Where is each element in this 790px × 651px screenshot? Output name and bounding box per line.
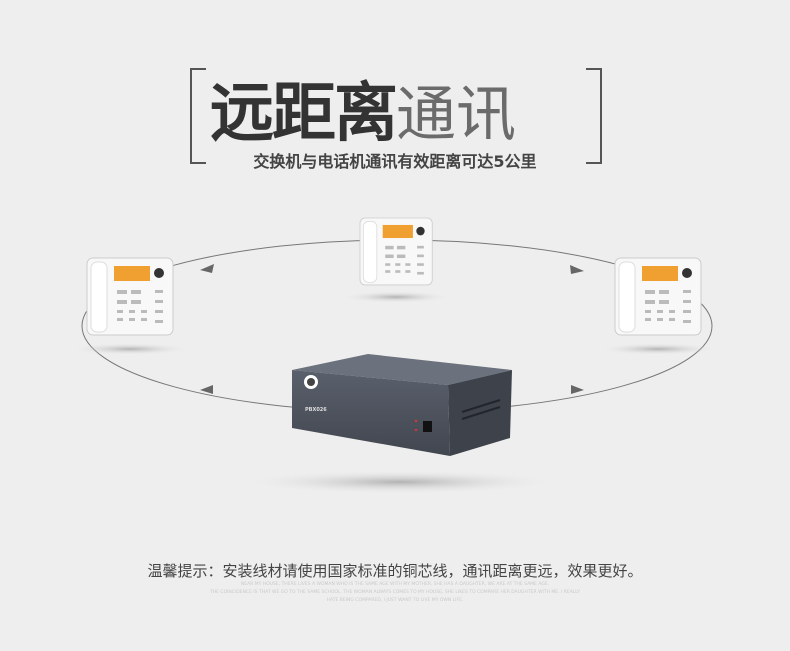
filler-text-line: HATE BEING COMPARED, I JUST WANT TO LIVE… <box>326 598 464 603</box>
shadow <box>598 343 718 355</box>
filler-text-line: NEAR MY HOUSE, THERE LIVES A WOMAN WHO I… <box>240 582 550 587</box>
model-label: PBX026 <box>305 407 327 413</box>
desk-phone-top <box>359 217 433 286</box>
keypad-icon <box>117 290 163 323</box>
desk-phone-right <box>614 257 702 336</box>
led-icon <box>414 419 418 423</box>
lcd-screen <box>114 266 150 281</box>
headline-bold: 远距离 <box>210 77 398 151</box>
left-bracket <box>190 68 206 164</box>
shadow <box>240 470 560 494</box>
headline-light: 通讯 <box>396 80 516 150</box>
arrow-icon <box>200 264 214 273</box>
handset-icon <box>90 261 108 333</box>
pbx-switch-box: PBX026 <box>292 354 512 456</box>
power-switch <box>423 421 432 432</box>
logo-icon <box>154 268 164 278</box>
headline: 远距离通讯 <box>210 62 590 154</box>
vent-icon <box>461 399 501 420</box>
right-bracket <box>586 68 602 164</box>
arrow-icon <box>571 385 584 394</box>
arrow-icon <box>200 385 213 394</box>
arrow-icon <box>570 265 584 274</box>
installation-tip: 温馨提示：安装线材请使用国家标准的铜芯线，通讯距离更远，效果更好。 <box>147 562 643 580</box>
subtitle: 交换机与电话机通讯有效距离可达5公里 <box>253 152 537 171</box>
shadow <box>341 291 451 303</box>
shadow <box>70 343 190 355</box>
filler-text-line: THE COINCIDENCE IS THAT WE GO TO THE SAM… <box>210 590 580 595</box>
desk-phone-left <box>86 257 174 336</box>
led-icon <box>414 428 418 432</box>
